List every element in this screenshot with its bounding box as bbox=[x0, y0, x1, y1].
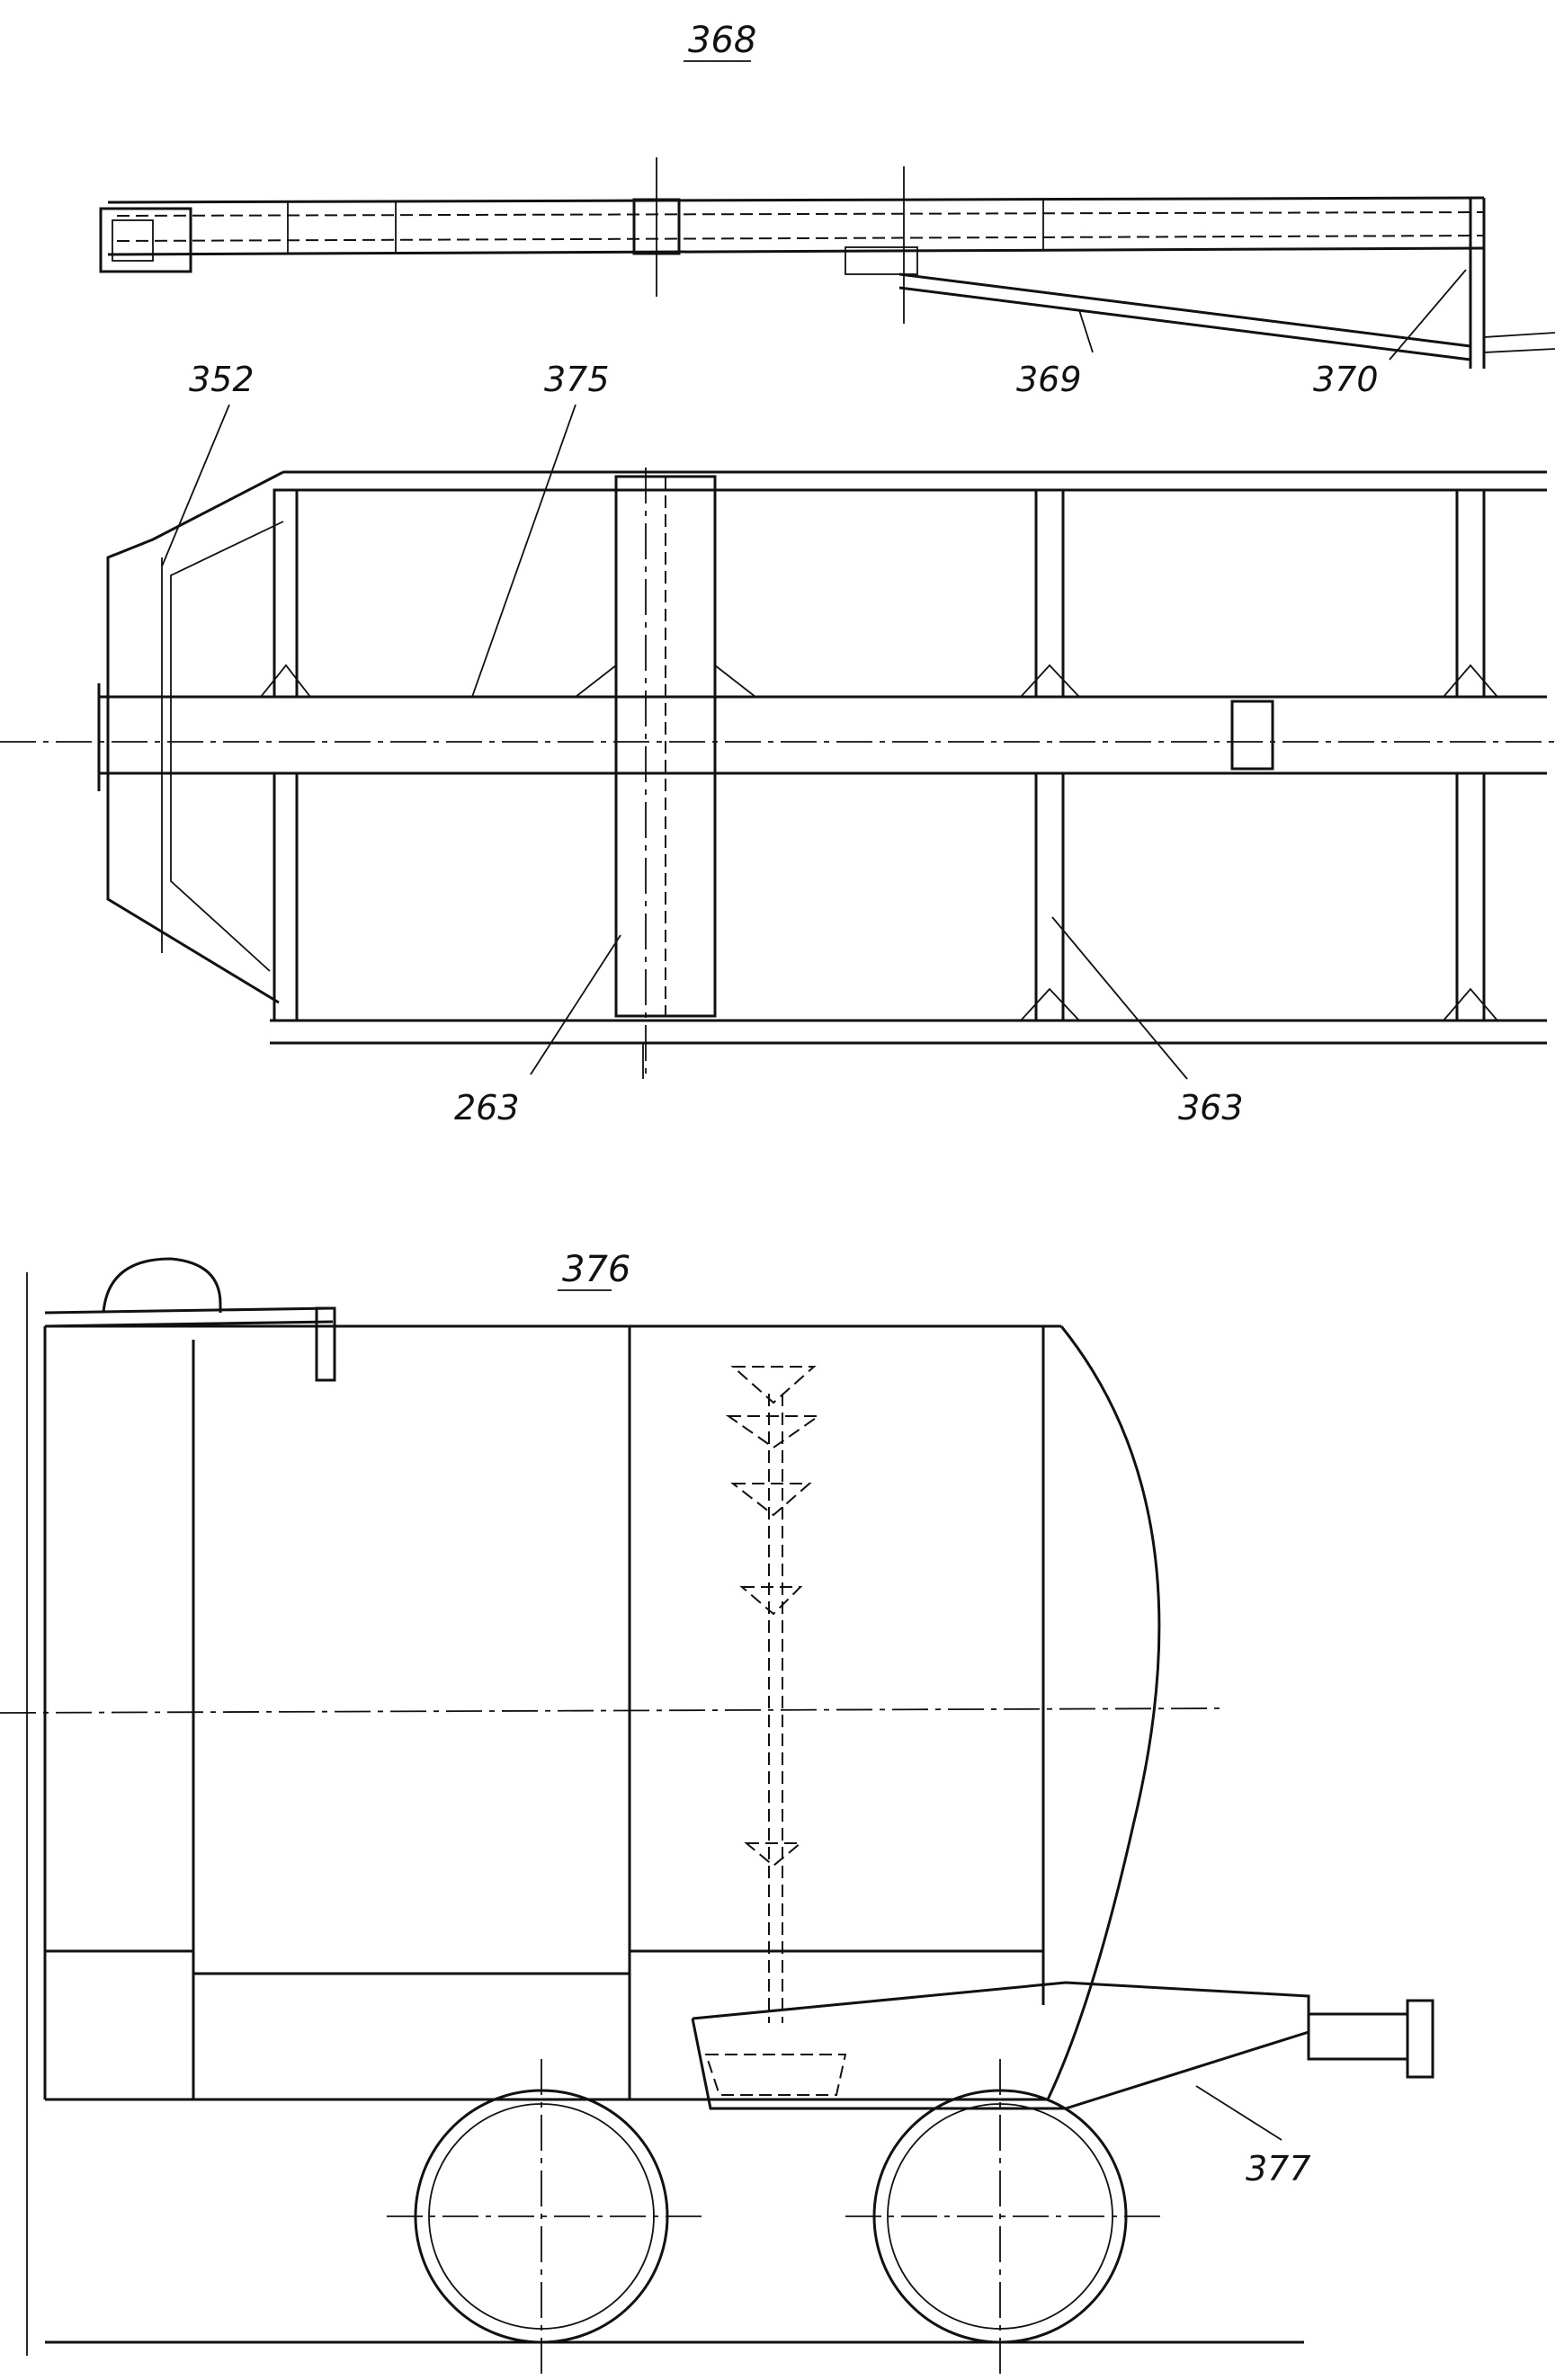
callout-369: 369 bbox=[1016, 360, 1082, 399]
tank-dome bbox=[102, 1257, 222, 1314]
side-coupler-head bbox=[112, 219, 154, 262]
leader-370 bbox=[1389, 269, 1467, 361]
gusset bbox=[573, 664, 617, 698]
ladder-bracket bbox=[315, 1306, 336, 1382]
callout-263: 263 bbox=[454, 1088, 520, 1128]
leader-352 bbox=[161, 404, 230, 567]
gusset bbox=[259, 664, 312, 698]
gusset bbox=[714, 664, 758, 698]
side-beam-hidden-top bbox=[116, 211, 1485, 217]
side-extension bbox=[1483, 348, 1555, 353]
center-sill-pocket bbox=[1230, 700, 1274, 771]
interior-ladder-step bbox=[725, 1415, 822, 1449]
coupler-head bbox=[1406, 1999, 1434, 2079]
side-beam-hidden-bottom bbox=[116, 235, 1485, 242]
interior-ladder-step bbox=[744, 1842, 803, 1867]
cross-bearer bbox=[273, 771, 299, 1022]
walkway-platform bbox=[44, 1306, 334, 1315]
plan-end-slope-inner bbox=[170, 521, 284, 972]
cross-bearer bbox=[1455, 771, 1486, 1022]
coupler-shank bbox=[1307, 2012, 1409, 2061]
callout-377: 377 bbox=[1246, 2149, 1311, 2188]
figure-368-side-view: 368 369 370 bbox=[99, 20, 1555, 399]
leader-377 bbox=[1195, 2085, 1282, 2141]
side-end-coupler bbox=[99, 207, 192, 273]
gusset bbox=[1442, 987, 1499, 1021]
side-beam-top bbox=[107, 196, 1485, 204]
callout-375: 375 bbox=[544, 360, 610, 399]
brace-bracket bbox=[845, 246, 918, 275]
interior-ladder-step bbox=[730, 1483, 812, 1517]
gusset bbox=[1018, 987, 1082, 1021]
leader-363 bbox=[1051, 916, 1188, 1080]
diagonal-brace bbox=[898, 272, 1471, 348]
callout-363: 363 bbox=[1178, 1088, 1244, 1128]
plan-end-slope bbox=[106, 470, 284, 1004]
figure-number-368: 368 bbox=[688, 20, 756, 61]
diagonal-brace bbox=[898, 286, 1471, 361]
tank-end-head bbox=[1046, 1325, 1161, 2100]
figure-number-376: 376 bbox=[562, 1249, 630, 1290]
leader-263 bbox=[530, 934, 621, 1075]
figure-368-plan-view: 352 375 263 363 bbox=[0, 360, 1555, 1128]
interior-ladder-step bbox=[730, 1366, 817, 1404]
gusset bbox=[1442, 664, 1499, 698]
leader-369 bbox=[1078, 309, 1094, 353]
interior-ladder-step bbox=[739, 1586, 803, 1616]
side-beam-bottom bbox=[107, 246, 1485, 256]
gusset bbox=[1018, 664, 1082, 698]
figure-376-tank-car: 376 bbox=[0, 1249, 1434, 2380]
side-extension bbox=[1483, 332, 1555, 338]
draft-sill-hidden bbox=[704, 2054, 847, 2096]
tank-horizontal-centerline bbox=[0, 1707, 1224, 1714]
callout-352: 352 bbox=[189, 360, 255, 399]
callout-370: 370 bbox=[1313, 360, 1379, 399]
leader-375 bbox=[471, 404, 576, 698]
cross-bearer bbox=[1034, 771, 1065, 1022]
